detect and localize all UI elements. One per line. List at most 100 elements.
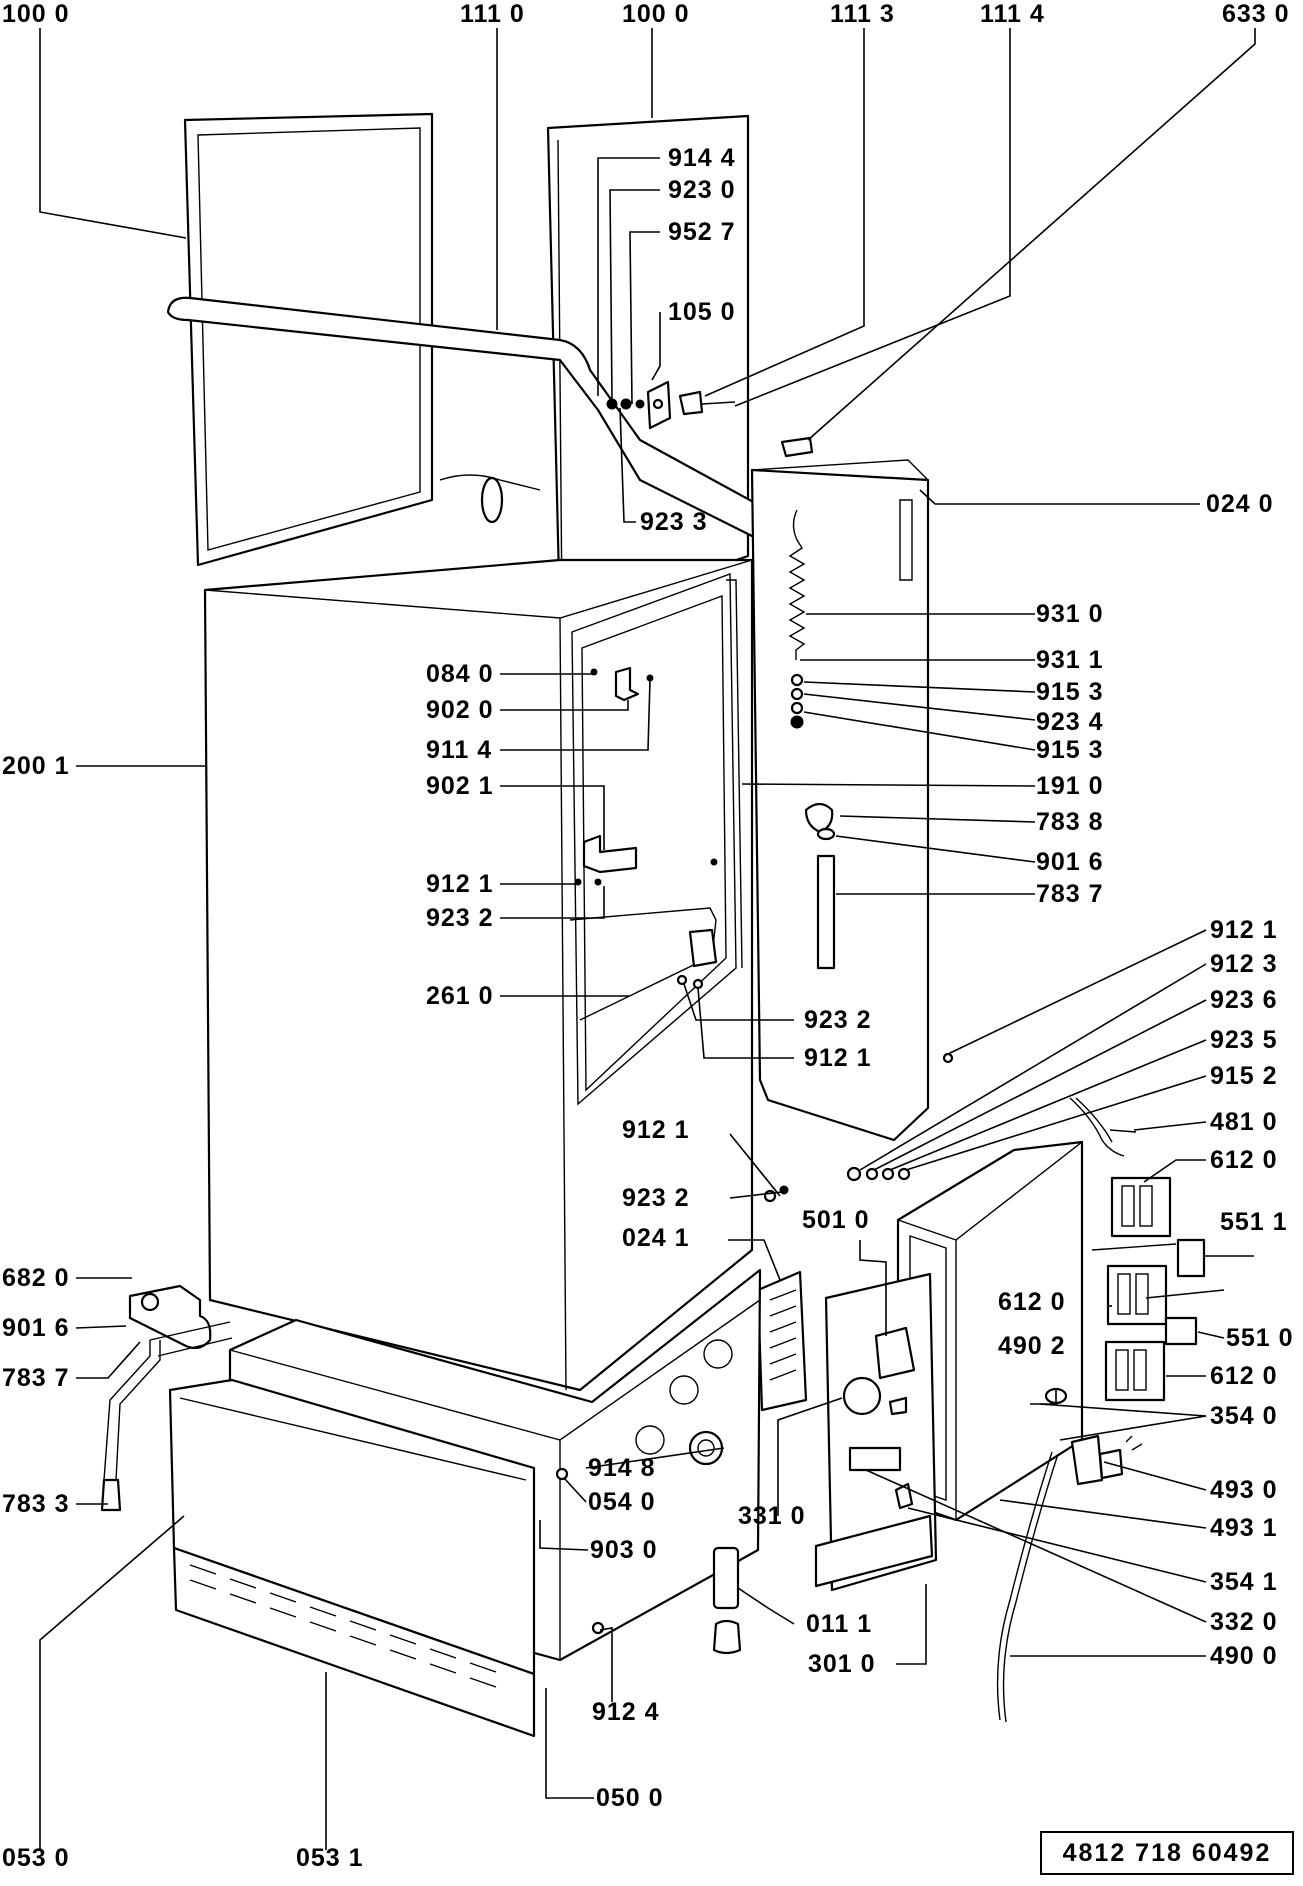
callout-label: 050 0 <box>596 1784 664 1812</box>
callout-label: 551 1 <box>1220 1208 1288 1236</box>
callout-label: 490 2 <box>998 1332 1066 1360</box>
callout-label: 612 0 <box>998 1288 1066 1316</box>
callout-label: 915 3 <box>1036 736 1104 764</box>
callout-label: 682 0 <box>2 1264 70 1292</box>
callout-label: 912 1 <box>804 1044 872 1072</box>
callout-label: 501 0 <box>802 1206 870 1234</box>
callout-label: 783 7 <box>1036 880 1104 908</box>
callout-label: 612 0 <box>1210 1362 1278 1390</box>
callout-label: 100 0 <box>622 0 690 28</box>
mounting-bracket <box>814 1514 934 1588</box>
callout-label: 912 4 <box>592 1698 660 1726</box>
callout-label: 011 1 <box>806 1610 872 1638</box>
callout-label: 923 2 <box>426 904 494 932</box>
callout-label: 200 1 <box>2 752 70 780</box>
callout-label: 111 4 <box>980 0 1045 28</box>
callout-label: 053 1 <box>296 1844 364 1872</box>
callout-label: 783 7 <box>2 1364 70 1392</box>
relay-551-1 <box>1176 1238 1206 1278</box>
control-knob <box>842 1376 882 1416</box>
callout-label: 912 3 <box>1210 950 1278 978</box>
callout-label: 923 5 <box>1210 1026 1278 1054</box>
relay-551-0 <box>1164 1316 1198 1346</box>
callout-label: 054 0 <box>588 1488 656 1516</box>
callout-label: 100 0 <box>2 0 70 28</box>
grommet-914-8 <box>688 1430 724 1466</box>
leader-lines <box>39 28 1256 1850</box>
callout-label: 923 2 <box>622 1184 690 1212</box>
callout-label: 493 0 <box>1210 1476 1278 1504</box>
vent-slots <box>769 1289 797 1381</box>
callout-label: 912 1 <box>1210 916 1278 944</box>
callout-label: 493 1 <box>1210 1514 1278 1542</box>
callout-label: 053 0 <box>2 1844 70 1872</box>
kick-plate-louvers <box>189 1564 497 1688</box>
callout-label: 952 7 <box>668 218 736 246</box>
power-cable <box>996 1451 1059 1723</box>
clip-633 <box>780 436 814 458</box>
callout-label: 923 6 <box>1210 986 1278 1014</box>
callout-label: 481 0 <box>1210 1108 1278 1136</box>
callout-label: 914 8 <box>588 1454 656 1482</box>
timer-switch <box>874 1326 916 1380</box>
callout-label: 633 0 <box>1222 0 1290 28</box>
wiring-harness <box>1069 1097 1137 1157</box>
pump <box>128 1284 212 1350</box>
adjustable-foot <box>712 1546 740 1610</box>
callout-label: 105 0 <box>668 298 736 326</box>
callout-label: 111 3 <box>830 0 895 28</box>
callout-label: 331 0 <box>738 1502 806 1530</box>
front-panel <box>168 1378 536 1676</box>
callout-label: 261 0 <box>426 982 494 1010</box>
callout-label: 551 0 <box>1226 1324 1294 1352</box>
thermostat-bulb <box>804 802 834 834</box>
callout-label: 923 0 <box>668 176 736 204</box>
lamp-holder <box>894 1482 914 1510</box>
callout-label: 912 1 <box>426 870 494 898</box>
callout-label: 915 2 <box>1210 1062 1278 1090</box>
cabinet-body <box>203 558 754 1392</box>
callout-label: 301 0 <box>808 1650 876 1678</box>
callout-label: 111 0 <box>460 0 525 28</box>
callout-label: 923 3 <box>640 508 708 536</box>
callout-label: 901 6 <box>1036 848 1104 876</box>
callout-label: 084 0 <box>426 660 494 688</box>
callout-label: 490 0 <box>1210 1642 1278 1670</box>
parts-drawing <box>100 112 1225 1738</box>
capillary-tube <box>816 854 836 970</box>
callout-label: 612 0 <box>1210 1146 1278 1174</box>
callout-label: 901 6 <box>2 1314 70 1342</box>
indicator-lamps <box>848 1446 902 1472</box>
callout-label: 902 0 <box>426 696 494 724</box>
callout-label: 024 0 <box>1206 490 1274 518</box>
callout-label: 354 0 <box>1210 1402 1278 1430</box>
hinge-bracket-902-1 <box>582 834 638 874</box>
document-number: 4812 718 60492 <box>1040 1831 1294 1875</box>
spring <box>788 509 806 660</box>
hose-end <box>100 1478 122 1512</box>
callout-label: 783 8 <box>1036 808 1104 836</box>
callout-label: 923 2 <box>804 1006 872 1034</box>
callout-label: 912 1 <box>622 1116 690 1144</box>
callout-label: 903 0 <box>590 1536 658 1564</box>
vent-grille-024-1 <box>756 1270 808 1412</box>
switch-493-0 <box>1070 1434 1104 1486</box>
drain-hose <box>103 1340 161 1481</box>
back-panel <box>750 468 930 1142</box>
callout-label: 191 0 <box>1036 772 1104 800</box>
callout-label: 931 1 <box>1036 646 1104 674</box>
callout-label: 914 4 <box>668 144 736 172</box>
callout-label: 902 1 <box>426 772 494 800</box>
hinge-bracket-902-0 <box>614 666 640 702</box>
callout-label: 024 1 <box>622 1224 690 1252</box>
callout-label: 783 3 <box>2 1490 70 1518</box>
callout-label: 931 0 <box>1036 600 1104 628</box>
callout-label: 915 3 <box>1036 678 1104 706</box>
callout-label: 923 4 <box>1036 708 1104 736</box>
kick-plate <box>172 1546 536 1738</box>
callout-label: 354 1 <box>1210 1568 1278 1596</box>
hinge-pin <box>678 390 704 416</box>
door-frame-left <box>183 112 434 567</box>
